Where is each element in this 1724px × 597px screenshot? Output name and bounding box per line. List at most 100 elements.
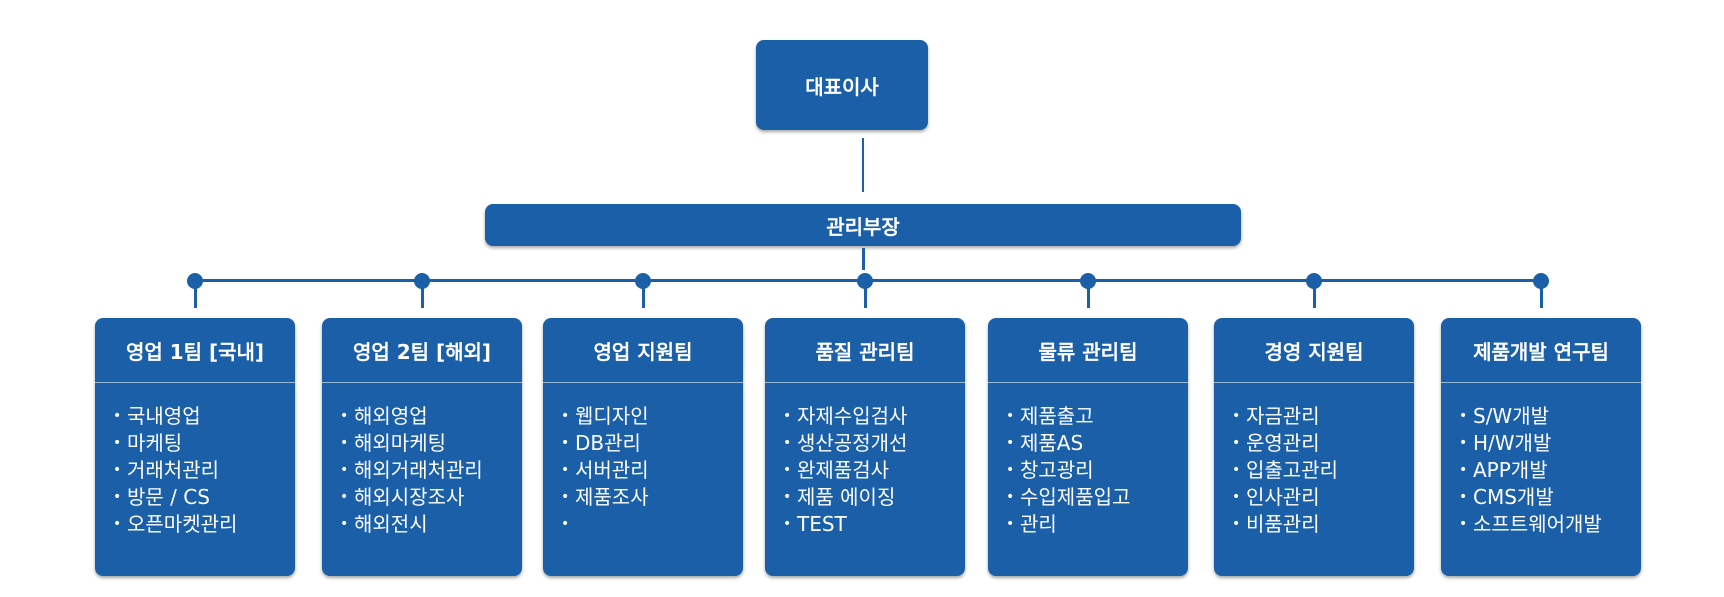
team-duty-item: • 웹디자인	[561, 403, 743, 430]
bullet-icon: •	[1232, 462, 1241, 478]
team-duty-item: • 제품AS	[1006, 430, 1188, 457]
team-duty-label: 제품 에이징	[797, 485, 896, 509]
bullet-icon: •	[561, 462, 570, 478]
team-duty-label: 웹디자인	[575, 404, 649, 428]
team-duty-label: 창고광리	[1020, 458, 1094, 482]
bullet-icon: •	[783, 516, 792, 532]
team-duty-label: 제품AS	[1020, 431, 1084, 455]
bullet-icon: •	[1232, 489, 1241, 505]
team-duty-item: •소프트웨어개발	[1459, 511, 1641, 538]
team-duty-label: 방문 / CS	[127, 485, 210, 509]
branch-stem-line	[864, 281, 867, 308]
team-duty-item: •제품출고	[1006, 403, 1188, 430]
bullet-icon: •	[783, 435, 792, 451]
team-duty-label: 운영관리	[1246, 431, 1320, 455]
team-duty-label: 오픈마켓관리	[127, 512, 238, 536]
team-duty-label: 생산공정개선	[797, 431, 908, 455]
bullet-icon: •	[783, 489, 792, 505]
branch-stem-line	[194, 281, 197, 308]
team-duty-item: • 비품관리	[1232, 511, 1414, 538]
bullet-icon: •	[1232, 435, 1241, 451]
team-duty-item: • TEST	[783, 511, 965, 538]
team-divider	[765, 382, 965, 383]
team-duty-label: 비품관리	[1246, 512, 1320, 536]
bullet-icon: •	[113, 489, 122, 505]
team-duty-item: •해외시장조사	[340, 484, 522, 511]
team-title: 물류 관리팀	[1038, 339, 1138, 364]
team-duty-item: •자제수입검사	[783, 403, 965, 430]
branch-stem-line	[1540, 281, 1543, 308]
team-divider	[95, 382, 295, 383]
bullet-icon: •	[1006, 489, 1015, 505]
team-duty-label: 거래처관리	[127, 458, 219, 482]
team-duty-list: •자제수입검사•생산공정개선•완제품검사•제품 에이징•TEST	[765, 383, 965, 538]
team-duty-item: • 수입제품입고	[1006, 484, 1188, 511]
bullet-icon: •	[113, 435, 122, 451]
team-duty-item: • 제품 에이징	[783, 484, 965, 511]
team-divider	[1214, 382, 1414, 383]
bullet-icon: •	[1459, 408, 1468, 424]
team-duty-label: 해외거래처관리	[354, 458, 483, 482]
team-duty-label: H/W개발	[1473, 431, 1552, 455]
team-duty-item: •H/W개발	[1459, 430, 1641, 457]
bullet-icon: •	[561, 408, 570, 424]
team-duty-list: •국내영업•마케팅•거래처관리•방문 / CS•오픈마켓관리	[95, 383, 295, 538]
bullet-icon: •	[561, 435, 570, 451]
team-duty-item: •	[561, 511, 743, 538]
bullet-icon: •	[783, 408, 792, 424]
team-duty-item: • 입출고관리	[1232, 457, 1414, 484]
team-duty-label: 입출고관리	[1246, 458, 1338, 482]
bullet-icon: •	[340, 408, 349, 424]
ceo-connector-line	[862, 138, 864, 192]
team-divider	[1441, 382, 1641, 383]
bullet-icon: •	[1232, 408, 1241, 424]
branch-stem-line	[421, 281, 424, 308]
team-box: 영업 지원팀•웹디자인•DB관리•서버관리•제품조사•	[543, 318, 743, 576]
team-duty-label: 자금관리	[1246, 404, 1320, 428]
team-duty-label: 소프트웨어개발	[1473, 512, 1602, 536]
team-duty-label: 마케팅	[127, 431, 183, 455]
ceo-box: 대표이사	[756, 40, 928, 130]
team-box: 영업 1팀 [국내]•국내영업•마케팅•거래처관리•방문 / CS•오픈마켓관리	[95, 318, 295, 576]
team-duty-item: •관리	[1006, 511, 1188, 538]
ceo-label: 대표이사	[805, 74, 879, 99]
team-duty-item: • 생산공정개선	[783, 430, 965, 457]
manager-connector-line	[862, 248, 865, 270]
bullet-icon: •	[340, 435, 349, 451]
team-duty-list: •S/W개발•H/W개발•APP개발•CMS개발•소프트웨어개발	[1441, 383, 1641, 538]
team-duty-item: •해외전시	[340, 511, 522, 538]
team-duty-item: • 자금관리	[1232, 403, 1414, 430]
team-title: 영업 2팀 [해외]	[352, 339, 492, 364]
bullet-icon: •	[1006, 435, 1015, 451]
team-duty-label: 수입제품입고	[1020, 485, 1131, 509]
team-duty-label: 제품출고	[1020, 404, 1094, 428]
team-duty-item: •해외영업	[340, 403, 522, 430]
team-duty-item: • 오픈마켓관리	[113, 511, 295, 538]
team-title: 품질 관리팀	[815, 339, 915, 364]
bullet-icon: •	[113, 516, 122, 532]
bullet-icon: •	[1006, 516, 1015, 532]
team-duty-label: DB관리	[575, 431, 641, 455]
branch-stem-line	[642, 281, 645, 308]
bullet-icon: •	[1232, 516, 1241, 532]
branch-stem-line	[1087, 281, 1090, 308]
team-duty-list: •웹디자인•DB관리•서버관리•제품조사•	[543, 383, 743, 538]
team-duty-label: 해외마케팅	[354, 431, 446, 455]
team-box: 제품개발 연구팀•S/W개발•H/W개발•APP개발•CMS개발•소프트웨어개발	[1441, 318, 1641, 576]
team-title: 경영 지원팀	[1264, 339, 1364, 364]
team-duty-label: APP개발	[1473, 458, 1548, 482]
team-divider	[543, 382, 743, 383]
team-box: 물류 관리팀•제품출고•제품AS•창고광리•수입제품입고•관리	[988, 318, 1188, 576]
team-duty-label: 인사관리	[1246, 485, 1320, 509]
team-box: 품질 관리팀•자제수입검사•생산공정개선•완제품검사•제품 에이징•TEST	[765, 318, 965, 576]
bullet-icon: •	[1459, 462, 1468, 478]
team-duty-list: • 자금관리 • 운영관리 • 입출고관리 • 인사관리 • 비품관리	[1214, 383, 1414, 538]
team-duty-item: •창고광리	[1006, 457, 1188, 484]
team-duty-label: CMS개발	[1473, 485, 1554, 509]
bullet-icon: •	[783, 462, 792, 478]
bullet-icon: •	[113, 462, 122, 478]
team-duty-label: S/W개발	[1473, 404, 1550, 428]
team-duty-label: TEST	[797, 512, 847, 536]
bullet-icon: •	[561, 516, 570, 532]
team-divider	[988, 382, 1188, 383]
